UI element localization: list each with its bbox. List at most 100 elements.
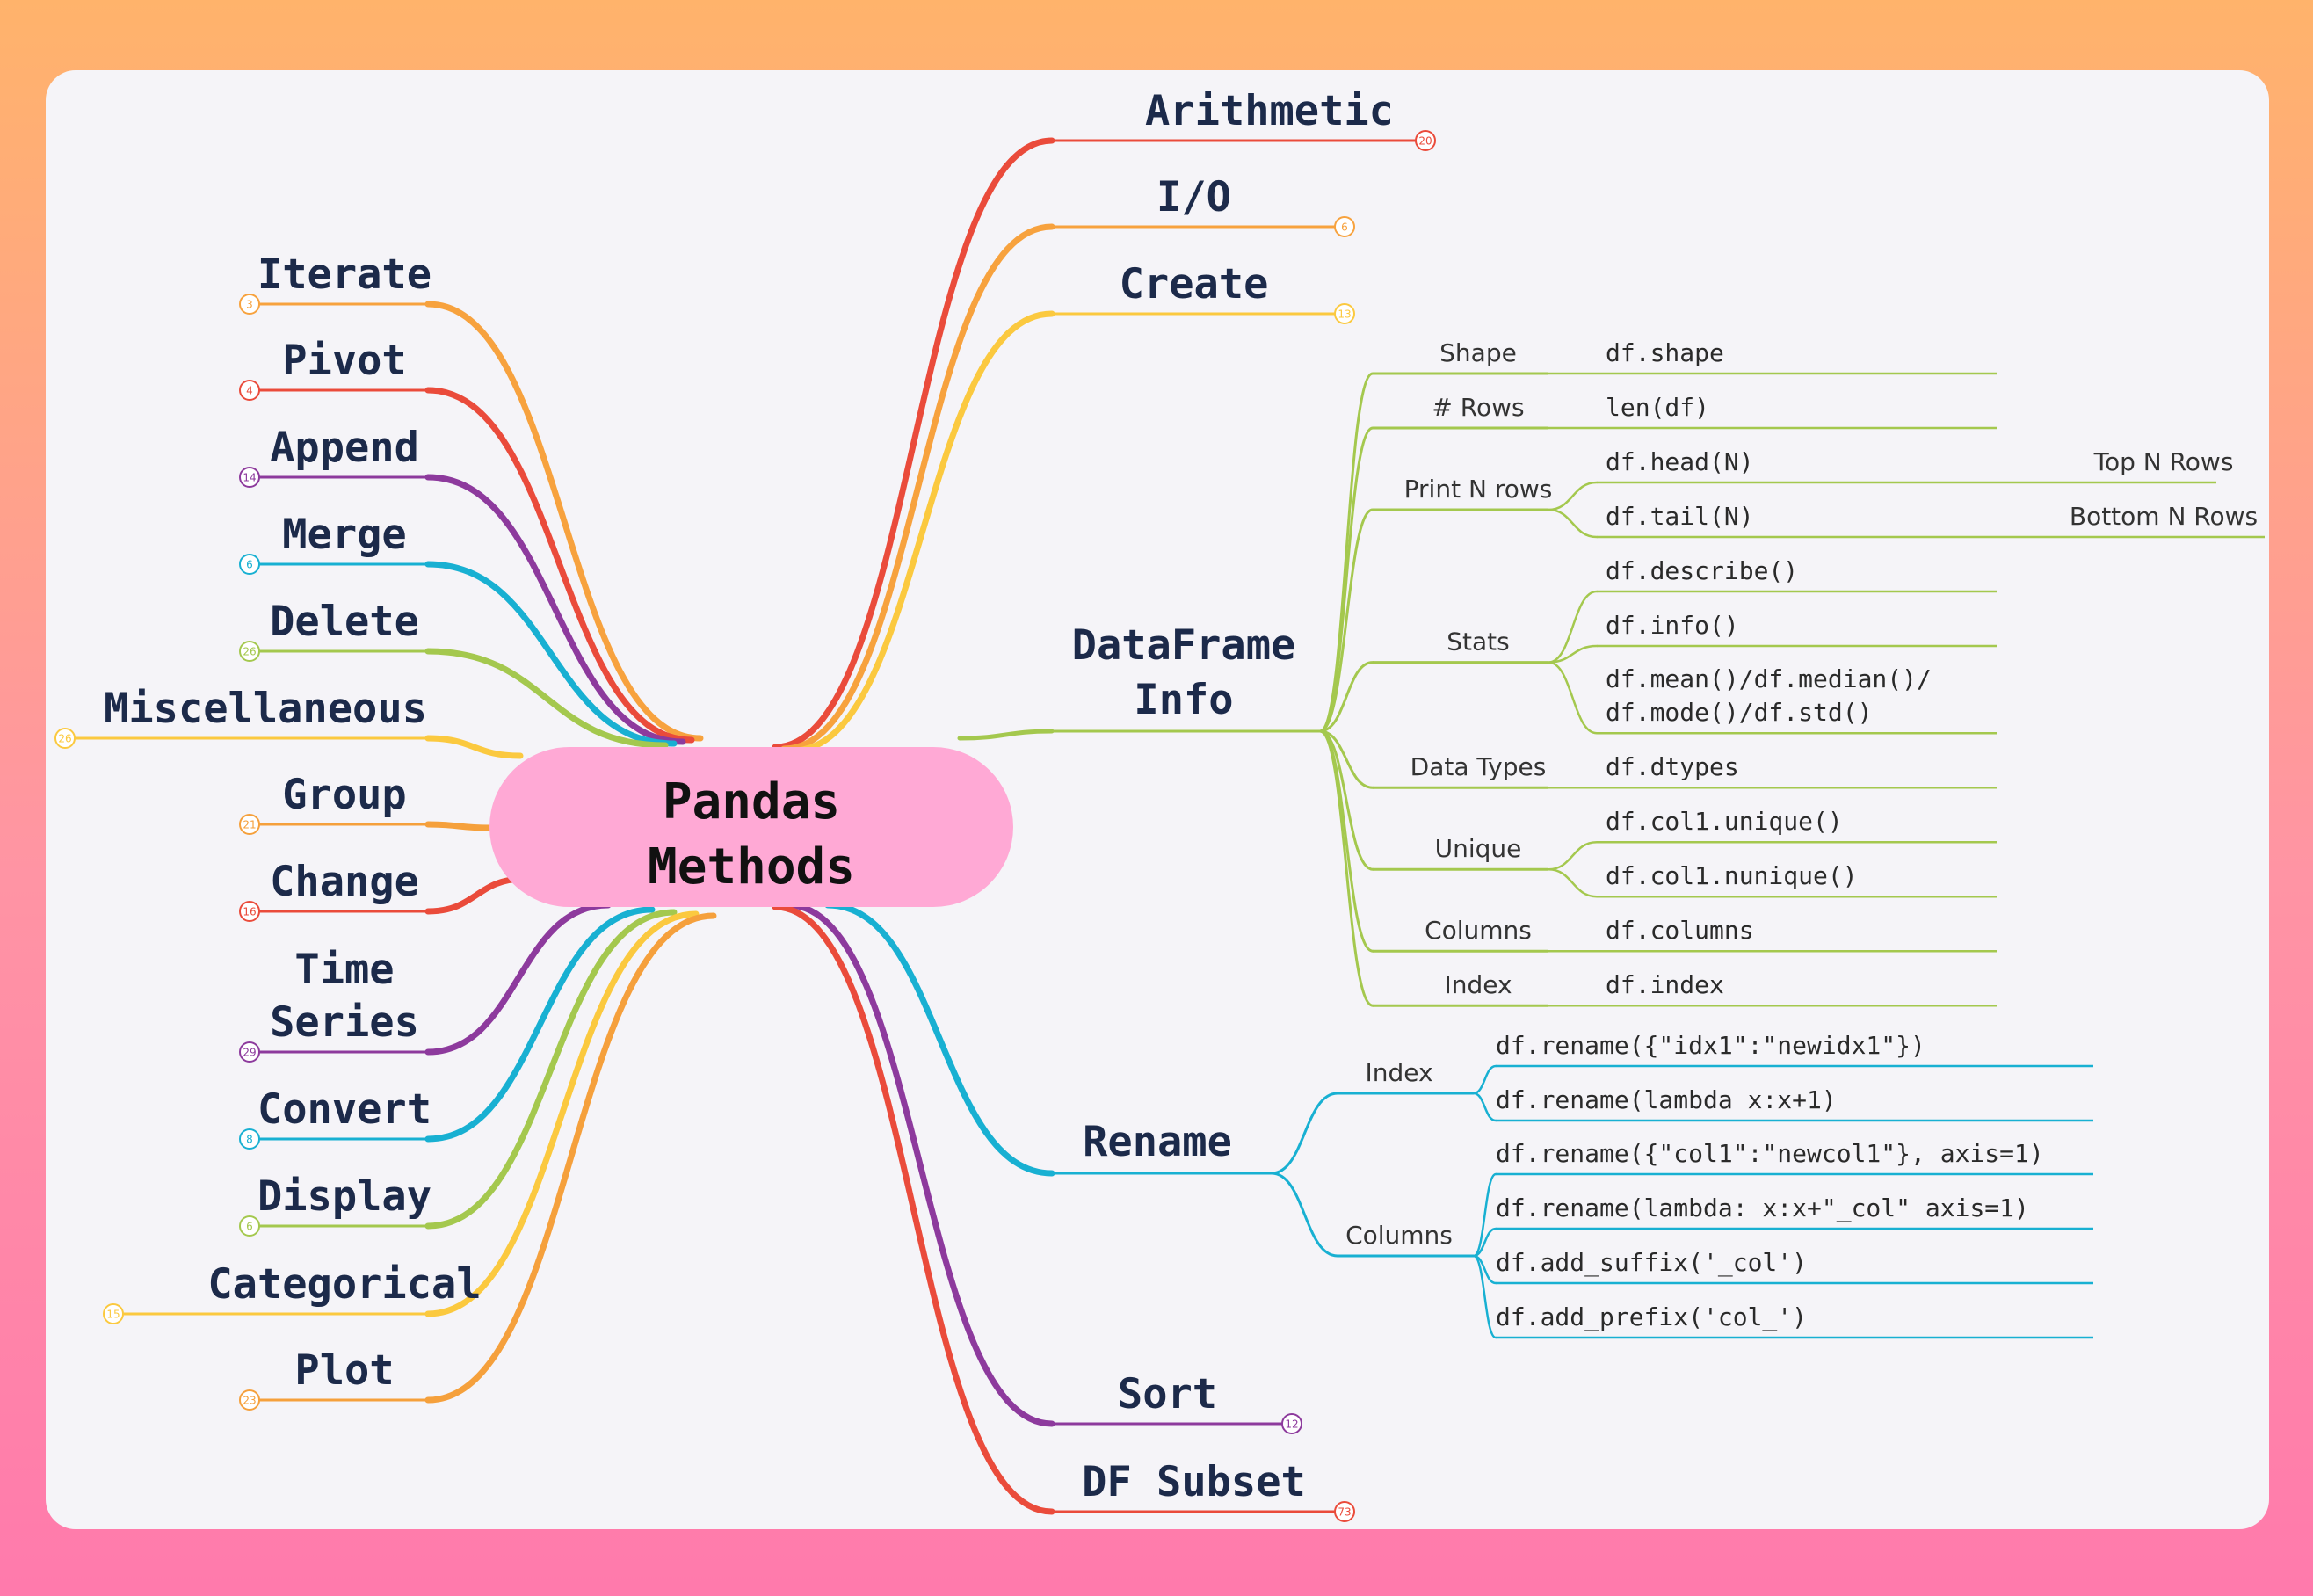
right-branch-badge[interactable] <box>1334 303 1355 324</box>
dfinfo-item-label: df.mean()/df.median()/df.mode()/df.std() <box>1606 664 1932 727</box>
dfinfo-item-note: Bottom N Rows <box>2070 502 2258 531</box>
dfinfo-item-label: df.columns <box>1606 916 1754 945</box>
left-branch-connector <box>424 912 717 1404</box>
left-branch-badge-count: 8 <box>246 1134 253 1146</box>
dfinfo-item-connector <box>1547 508 1599 539</box>
rename-item-connector <box>1472 1172 1497 1258</box>
right-branch-badge[interactable] <box>1334 1501 1355 1522</box>
dfinfo-connector <box>957 729 1055 741</box>
left-branch-label-line: Iterate <box>257 250 431 299</box>
left-branch-badge-count: 26 <box>58 733 71 745</box>
left-branch-label-line: Series <box>270 998 419 1047</box>
left-branch-badge[interactable] <box>239 554 260 575</box>
dfinfo-item-connector <box>1547 840 1599 871</box>
left-branch-connector <box>424 561 678 747</box>
left-branch-badge[interactable] <box>239 467 260 488</box>
dfinfo-item-label-line: df.dtypes <box>1606 752 1739 781</box>
dfinfo-item-connector <box>1547 590 1599 664</box>
dfinfo-group-label: Stats <box>1447 628 1509 657</box>
left-branch-badge[interactable] <box>239 1215 260 1237</box>
right-branch-badge[interactable] <box>1281 1413 1302 1434</box>
right-branch-label: DF Subset <box>1082 1458 1306 1506</box>
dfinfo-item-label: df.info() <box>1606 611 1739 640</box>
right-branch-connector <box>785 902 1055 1427</box>
rename-group-label: Index <box>1365 1058 1432 1087</box>
left-branch-badge-count: 6 <box>246 1221 253 1233</box>
dfinfo-group-connector <box>1318 729 1374 953</box>
left-branch-label: Plot <box>294 1346 394 1395</box>
rename-group-label: Columns <box>1345 1221 1453 1250</box>
right-branch-badge[interactable] <box>1334 216 1355 237</box>
left-branch-connector <box>424 910 700 1317</box>
left-branch-connector <box>424 735 524 759</box>
left-branch-badge[interactable] <box>239 1128 260 1150</box>
dfinfo-item-label-line: df.index <box>1606 970 1724 999</box>
left-branch-label-line: Merge <box>282 511 406 559</box>
left-branch-label-line: Miscellaneous <box>104 685 427 733</box>
rename-item-label-line: df.add_suffix('_col') <box>1496 1248 1807 1278</box>
dfinfo-group-label: Columns <box>1425 916 1532 945</box>
left-branch-badge[interactable] <box>239 1389 260 1411</box>
left-branch-badge[interactable] <box>239 1041 260 1063</box>
dfinfo-item-label-line: df.describe() <box>1606 556 1798 585</box>
rename-item-connector <box>1472 1254 1497 1339</box>
dfinfo-item-label: df.col1.unique() <box>1606 807 1843 836</box>
dfinfo-item-label: len(df) <box>1606 393 1709 422</box>
dfinfo-group-label: Index <box>1444 970 1512 999</box>
left-branch-badge[interactable] <box>239 814 260 835</box>
dfinfo-label-line: DataFrame <box>1072 621 1296 670</box>
rename-item-connector <box>1472 1227 1497 1258</box>
left-branch-connector <box>424 821 493 831</box>
right-branch-label-line: Arithmetic <box>1145 87 1394 135</box>
root-node[interactable] <box>489 747 1013 907</box>
rename-item-label-line: df.rename({"col1":"newcol1"}, axis=1) <box>1496 1139 2044 1168</box>
left-branch-connector <box>424 906 656 1143</box>
left-branch-label-line: Change <box>270 858 419 906</box>
left-branch-badge-count: 3 <box>246 299 253 311</box>
left-branch-badge[interactable] <box>239 641 260 662</box>
right-branch-badge-count: 6 <box>1341 221 1348 234</box>
right-branch-badge[interactable] <box>1415 130 1436 151</box>
right-branch-label-line: Create <box>1120 260 1269 308</box>
left-branch-label: Change <box>270 858 419 906</box>
dfinfo-item-label-line: df.shape <box>1606 338 1724 367</box>
left-branch-label-line: Display <box>257 1172 431 1221</box>
dfinfo-item-label: df.dtypes <box>1606 752 1739 781</box>
dfinfo-item-label: df.describe() <box>1606 556 1798 585</box>
rename-label: Rename <box>1083 1118 1232 1166</box>
dfinfo-item-label-line: df.col1.nunique() <box>1606 861 1858 890</box>
dfinfo-item-label-line: df.col1.unique() <box>1606 807 1843 836</box>
left-branch-label: Miscellaneous <box>104 685 427 733</box>
left-branch-connector <box>424 387 695 744</box>
left-branch-badge[interactable] <box>54 728 76 749</box>
rename-item-label-line: df.add_prefix('col_') <box>1496 1302 1807 1332</box>
left-branch-connector <box>424 474 686 745</box>
dfinfo-item-connector <box>1547 481 1599 511</box>
left-branch-badge[interactable] <box>239 901 260 922</box>
dfinfo-group-connector <box>1318 426 1374 733</box>
right-branch-label-line: DF Subset <box>1082 1458 1306 1506</box>
left-branch-badge-count: 21 <box>243 819 256 831</box>
dfinfo-item-label: df.shape <box>1606 338 1724 367</box>
dfinfo-item-label-line: df.mean()/df.median()/ <box>1606 664 1932 693</box>
rename-item-label: df.add_prefix('col_') <box>1496 1302 1807 1332</box>
dfinfo-item-label: df.tail(N) <box>1606 502 1754 531</box>
right-branch-badge-count: 12 <box>1285 1418 1298 1431</box>
left-branch-badge[interactable] <box>103 1303 124 1324</box>
left-branch-label: Append <box>270 424 419 472</box>
dfinfo-item-label-line: df.tail(N) <box>1606 502 1754 531</box>
dfinfo-group-connector <box>1318 729 1374 1007</box>
mindmap-edges <box>63 137 2265 1515</box>
dfinfo-group-connector <box>1318 508 1374 733</box>
dfinfo-item-label-line: len(df) <box>1606 393 1709 422</box>
dfinfo-group-label: Shape <box>1439 338 1517 367</box>
left-branch-badge[interactable] <box>239 294 260 315</box>
rename-connector <box>824 902 1055 1177</box>
left-branch-label: Delete <box>270 598 419 646</box>
left-branch-badge[interactable] <box>239 380 260 401</box>
dfinfo-item-label: df.col1.nunique() <box>1606 861 1858 890</box>
dfinfo-group-connector <box>1318 729 1374 789</box>
